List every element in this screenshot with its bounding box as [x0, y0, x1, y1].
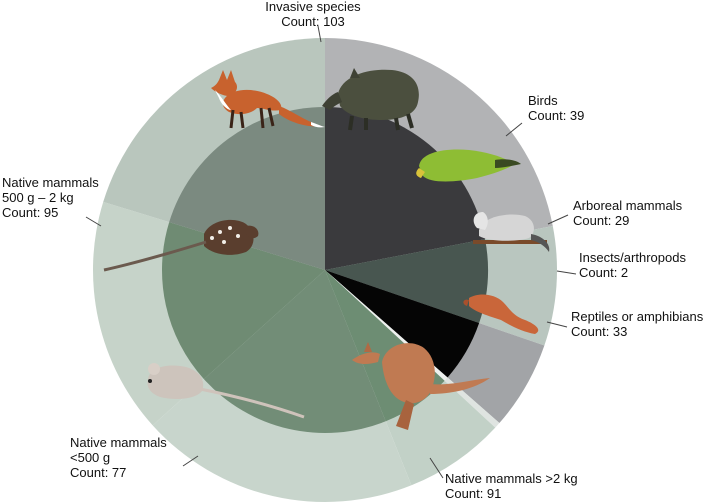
slice-count: Count: 95 — [2, 205, 58, 220]
slice-count: Count: 33 — [571, 324, 627, 339]
leader-line-birds — [505, 122, 523, 137]
slice-name: Birds — [528, 93, 558, 108]
animal-icons — [103, 68, 550, 430]
bird-icon — [416, 149, 521, 182]
inner-slice-invasive-species — [325, 107, 486, 270]
newt-icon — [463, 294, 539, 334]
slice-name: Reptiles or amphibians — [571, 309, 704, 324]
mouse-icon — [147, 363, 305, 419]
boar-icon — [322, 68, 419, 131]
kangaroo-icon — [352, 342, 490, 430]
leader-line-arboreal-mammals — [547, 214, 569, 225]
slice-name: Native mammals — [70, 435, 167, 450]
leader-line-insects-arthropods — [556, 270, 577, 275]
quoll-icon — [103, 219, 259, 272]
slice-count: Count: 39 — [528, 108, 584, 123]
possum-icon — [473, 212, 550, 252]
leader-line-native-mammals-500-g — [182, 455, 199, 467]
label-leaders — [85, 25, 577, 479]
slice-name: 500 g – 2 kg — [2, 190, 74, 205]
leader-line-invasive-species — [317, 25, 322, 43]
slice-name: <500 g — [70, 450, 110, 465]
slice-count: Count: 77 — [70, 465, 126, 480]
slice-count: Count: 91 — [445, 486, 501, 501]
slice-count: Count: 103 — [281, 14, 345, 29]
inner-slice-arboreal-mammals — [325, 270, 480, 378]
leader-line-native-mammals-500-g-2-kg — [85, 216, 102, 227]
leader-line-native-mammals-2-kg — [429, 457, 444, 479]
slice-name: Arboreal mammals — [573, 198, 683, 213]
inner-slice-birds — [325, 239, 488, 324]
slice-count: Count: 2 — [579, 265, 628, 280]
inner-slice-native-mammals-500-g — [162, 222, 325, 380]
fox-icon — [211, 70, 325, 129]
slice-name: Native mammals — [2, 175, 99, 190]
inner-slice-native-mammals-2-kg — [203, 270, 386, 434]
slice-count: Count: 29 — [573, 213, 629, 228]
slice-name: Native mammals >2 kg — [445, 471, 578, 486]
slice-name: Insects/arthropods — [579, 250, 686, 265]
leader-line-reptiles-or-amphibians — [546, 321, 568, 328]
slice-name: Invasive species — [265, 0, 361, 14]
